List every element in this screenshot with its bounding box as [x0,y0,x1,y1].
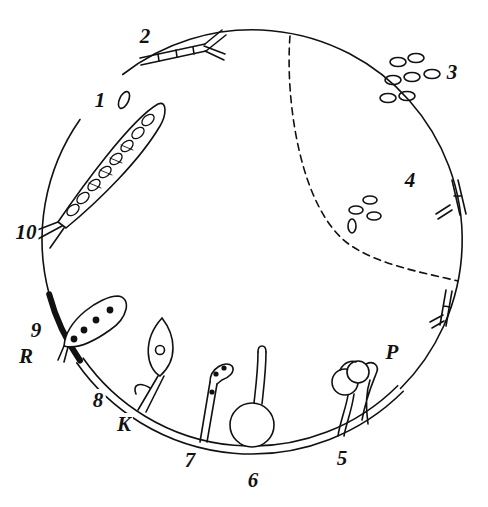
callout-label: 1 [93,89,108,111]
callout-label: 5 [335,447,350,469]
callout-label: 7 [183,449,198,471]
callout-label: 4 [403,169,418,191]
callout-label: 3 [445,61,460,83]
callout-label: R [17,345,35,367]
callout-label: P [384,341,401,363]
callout-label: 8 [91,389,106,411]
callout-label: 6 [246,469,261,491]
callout-label: K [115,413,133,435]
callout-label: 2 [138,25,153,47]
callout-label: 10 [14,221,39,243]
callout-label: 9 [29,319,44,341]
